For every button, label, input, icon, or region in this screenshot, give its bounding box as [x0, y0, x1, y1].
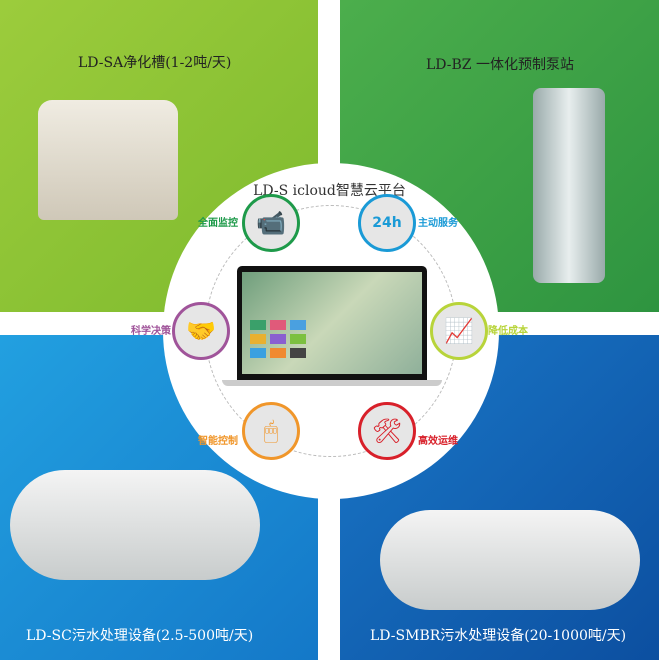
chart-icon: 📈 — [430, 302, 488, 360]
sc-equipment-image — [10, 470, 260, 580]
feature-label: 高效运维 — [418, 436, 458, 447]
dashboard-screen — [242, 272, 422, 374]
feature-label: 主动服务 — [418, 218, 458, 229]
camera-icon: 📹 — [242, 194, 300, 252]
product-title-sa: LD-SA净化槽(1-2吨/天) — [78, 55, 232, 71]
feature-label: 全面监控 — [198, 218, 238, 229]
smbr-equipment-image — [380, 510, 640, 610]
tools-icon: 🛠 — [358, 402, 416, 460]
24h-icon: 24h — [358, 194, 416, 252]
feature-label: 科学决策 — [131, 326, 171, 337]
product-title-bz: LD-BZ 一体化预制泵站 — [426, 57, 574, 73]
quadrant-sa: LD-SA净化槽(1-2吨/天) — [0, 0, 318, 312]
mouse-icon: 🖱 — [242, 402, 300, 460]
laptop-image — [237, 266, 427, 380]
sa-tank-image — [38, 100, 178, 220]
product-title-sc: LD-SC污水处理设备(2.5-500吨/天) — [26, 628, 254, 644]
laptop-base — [222, 380, 442, 386]
feature-label: 降低成本 — [488, 326, 528, 337]
feature-label: 智能控制 — [198, 436, 238, 447]
product-title-smbr: LD-SMBR污水处理设备(20-1000吨/天) — [370, 628, 627, 644]
platform-title: LD-S icloud智慧云平台 — [253, 183, 406, 199]
handshake-icon: 🤝 — [172, 302, 230, 360]
bz-pump-station-image — [533, 88, 605, 283]
